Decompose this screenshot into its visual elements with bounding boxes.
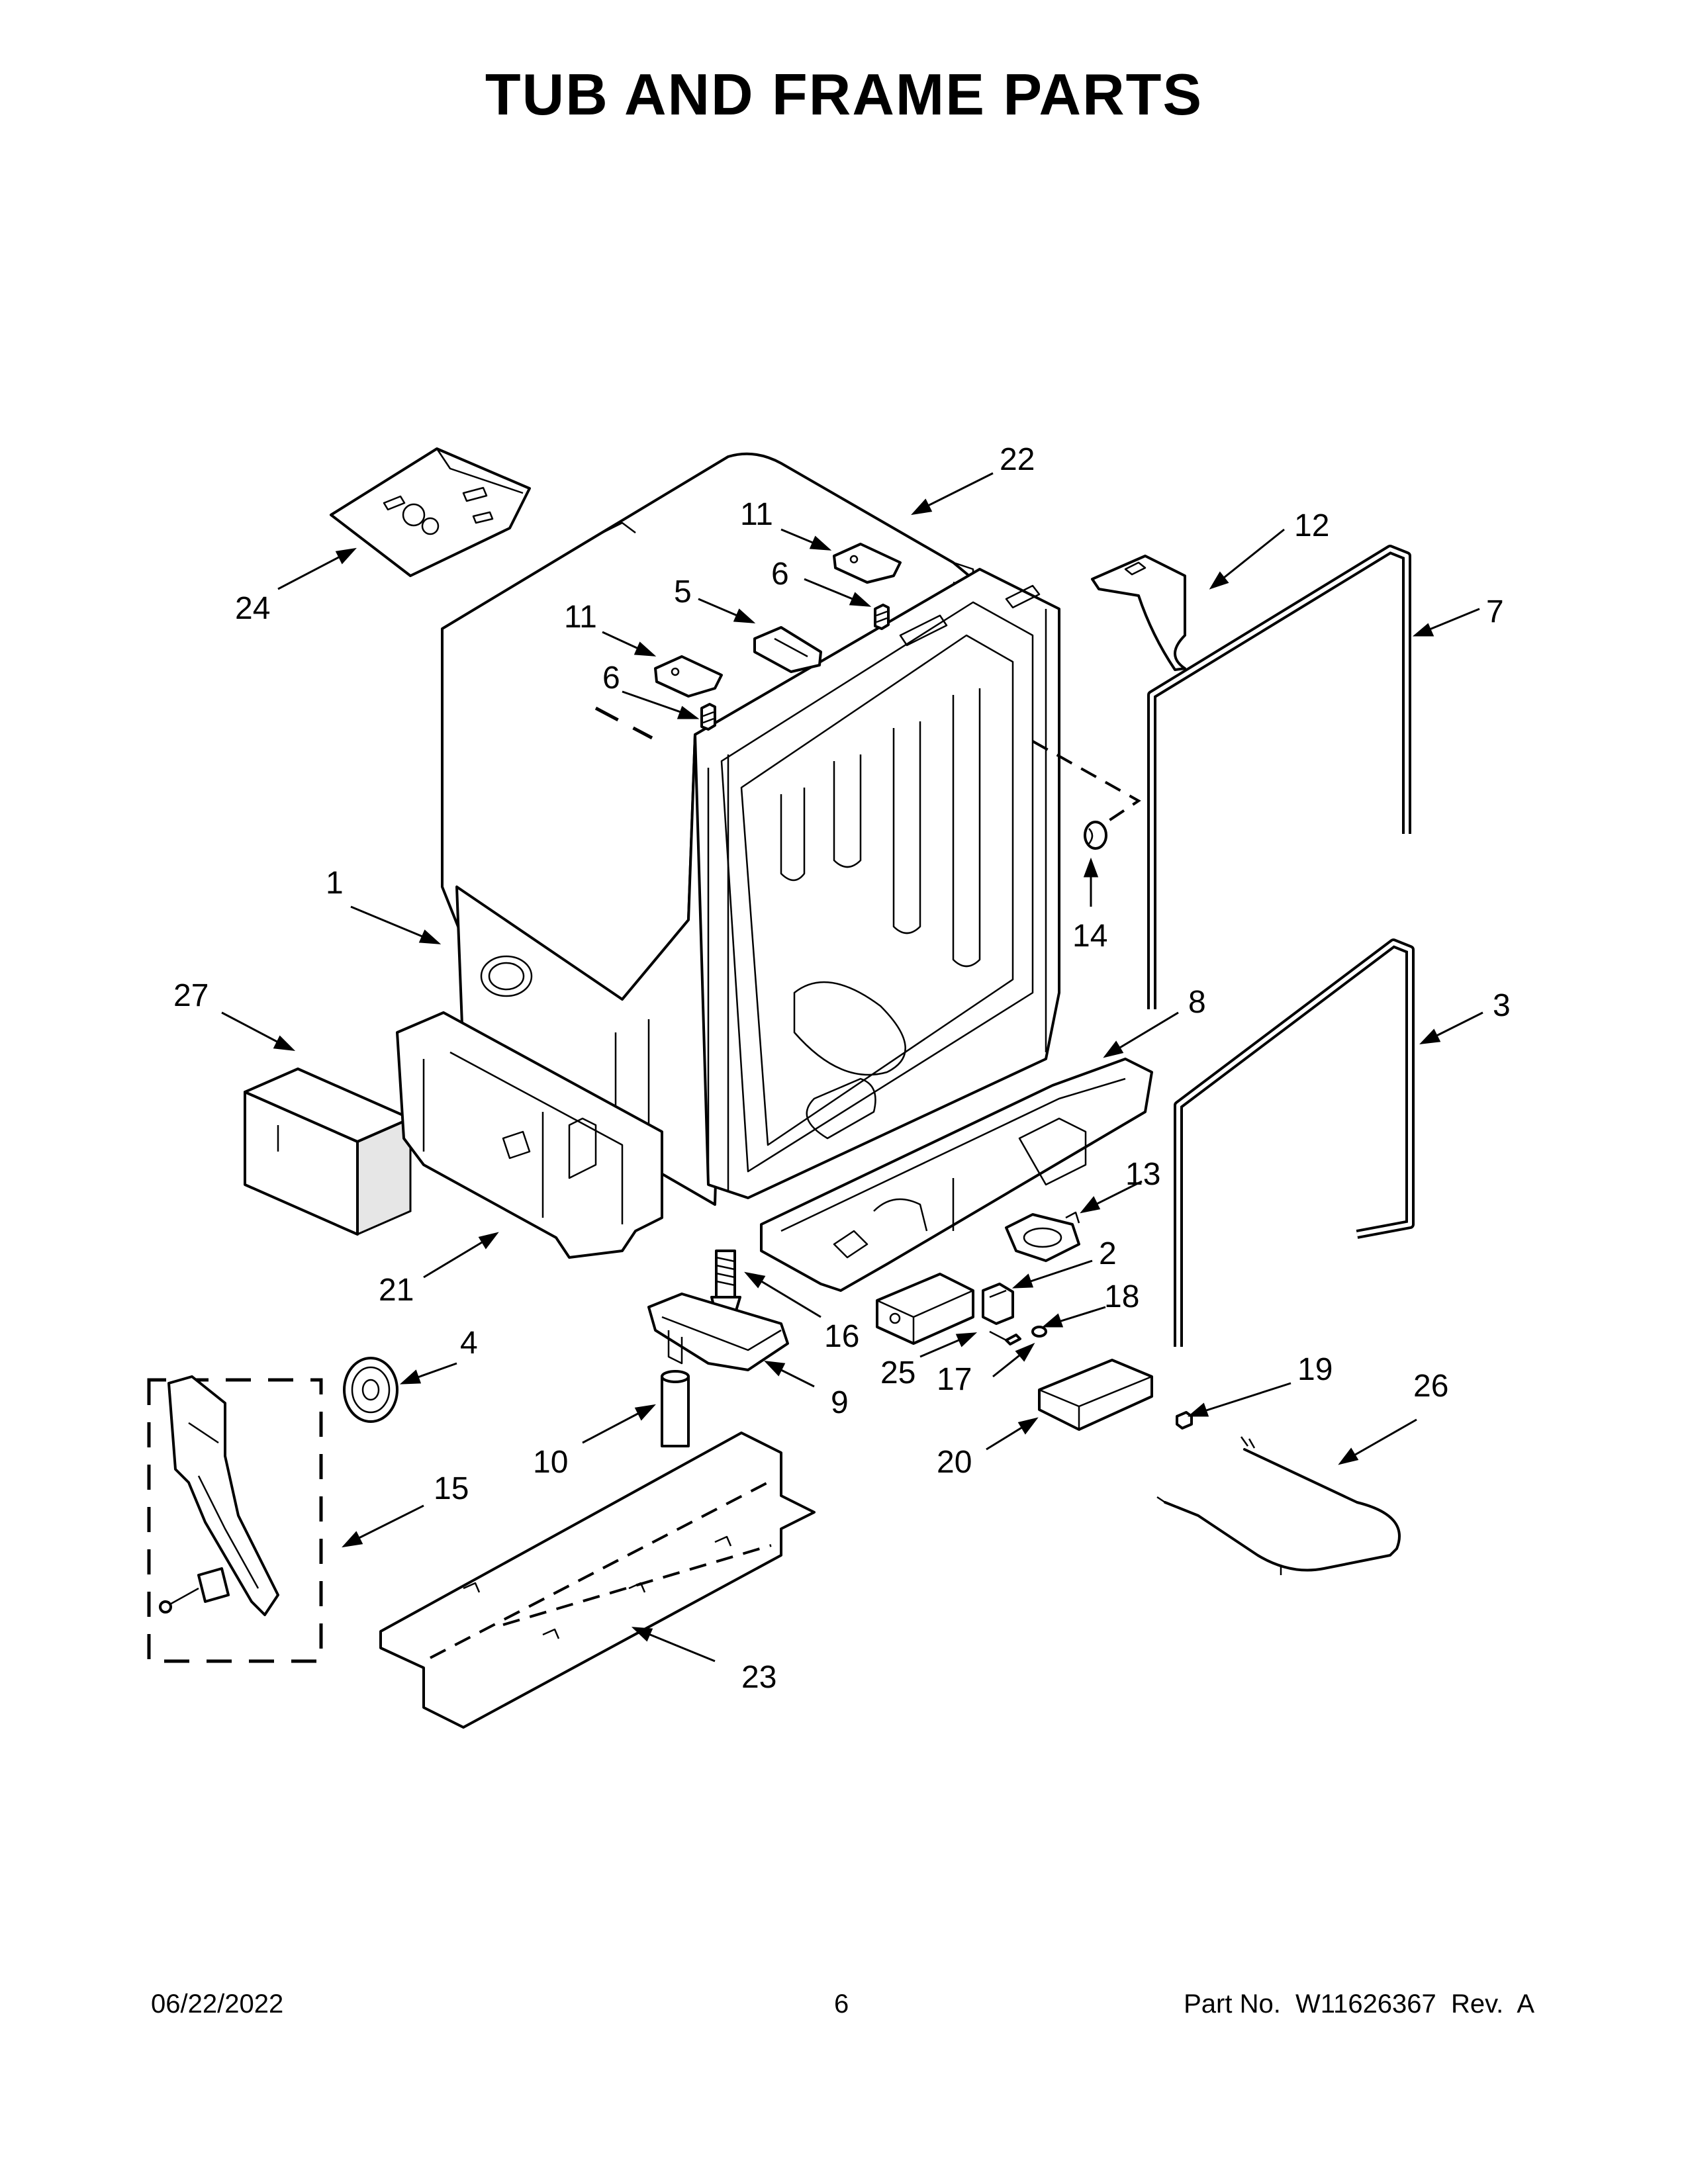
dashed-leader-plug (1032, 740, 1141, 829)
part-26-wire-harness (1156, 1436, 1401, 1575)
part-11-bracket-lower (654, 655, 723, 698)
part-13-float-housing (1005, 1211, 1080, 1262)
page-title: TUB AND FRAME PARTS (485, 62, 1203, 127)
callout-2: 2 (1099, 1236, 1117, 1271)
callout-27: 27 (173, 978, 209, 1013)
part-25-bracket (876, 1273, 974, 1345)
callout-7: 7 (1486, 594, 1504, 629)
part-4-wheel (343, 1357, 399, 1423)
part-6-screw-upper (874, 604, 890, 630)
part-8-base-right (760, 1058, 1153, 1292)
callout-3: 3 (1493, 988, 1511, 1023)
part-21-base-left (396, 1011, 663, 1259)
callout-10: 10 (533, 1445, 568, 1480)
part-3-lower-gasket (1174, 938, 1415, 1347)
part-23-insulation-pad (379, 1432, 816, 1729)
part-12-vent-cover (1091, 555, 1186, 671)
part-24-parts-bag (330, 447, 531, 577)
callout-14: 14 (1072, 919, 1107, 954)
callout-12: 12 (1294, 508, 1329, 543)
callout-6-lower: 6 (602, 660, 620, 696)
part-16-leveling-leg (710, 1250, 741, 1312)
footer-part-number: Part No. W11626367 Rev. A (1184, 1989, 1534, 2019)
callout-23: 23 (741, 1660, 776, 1695)
part-20-cover (1038, 1359, 1153, 1431)
part-27-insulation-block (244, 1068, 412, 1236)
callout-9: 9 (831, 1385, 849, 1420)
part-10-tube (661, 1370, 690, 1447)
part-6-screw-lower (700, 703, 716, 731)
part-14-plug (1084, 821, 1107, 850)
callout-11-lower: 11 (564, 600, 597, 635)
callout-19: 19 (1297, 1352, 1333, 1387)
callout-24: 24 (235, 591, 270, 626)
part-7-tub-gasket (1147, 545, 1411, 1009)
part-11-bracket-upper (833, 543, 902, 584)
callout-8: 8 (1188, 985, 1206, 1020)
callout-22: 22 (1000, 442, 1035, 477)
part-18-washer (1031, 1326, 1047, 1338)
callout-20: 20 (937, 1445, 972, 1480)
callout-6-upper: 6 (771, 557, 789, 592)
callout-5: 5 (674, 574, 692, 610)
callout-26: 26 (1413, 1369, 1448, 1404)
part-2-switch (982, 1283, 1014, 1325)
callout-13: 13 (1125, 1157, 1160, 1192)
callout-25: 25 (880, 1355, 915, 1390)
part-19-screw (1176, 1411, 1193, 1430)
dashed-leader-blanket (594, 706, 653, 740)
part-17-screw (989, 1330, 1021, 1345)
footer-date: 06/22/2022 (151, 1989, 284, 2019)
footer-page-number: 6 (834, 1989, 849, 2019)
callout-15: 15 (434, 1471, 469, 1506)
part-5-hinge-bracket (753, 626, 822, 673)
callout-17: 17 (937, 1362, 972, 1397)
callout-18: 18 (1104, 1279, 1139, 1314)
callout-1: 1 (326, 866, 344, 901)
part-9-leg-bracket (647, 1293, 789, 1371)
callout-11-upper: 11 (740, 497, 773, 532)
callout-4: 4 (460, 1326, 478, 1361)
callout-16: 16 (824, 1319, 859, 1354)
callout-arrows (221, 472, 1483, 1662)
part-15-hinge-assembly (147, 1375, 323, 1663)
callout-21: 21 (379, 1273, 414, 1308)
